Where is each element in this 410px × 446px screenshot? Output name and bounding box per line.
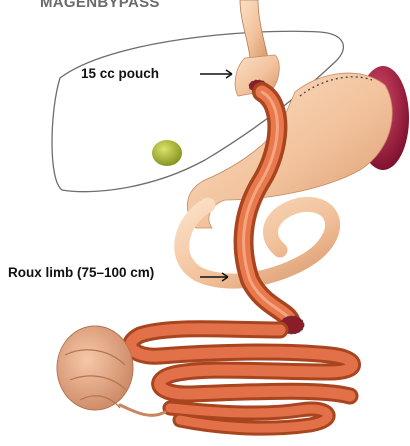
esophagus xyxy=(240,0,268,58)
roux-limb-label: Roux limb (75–100 cm) xyxy=(8,265,154,280)
gallbladder xyxy=(152,140,182,166)
pouch-label: 15 cc pouch xyxy=(81,66,159,81)
